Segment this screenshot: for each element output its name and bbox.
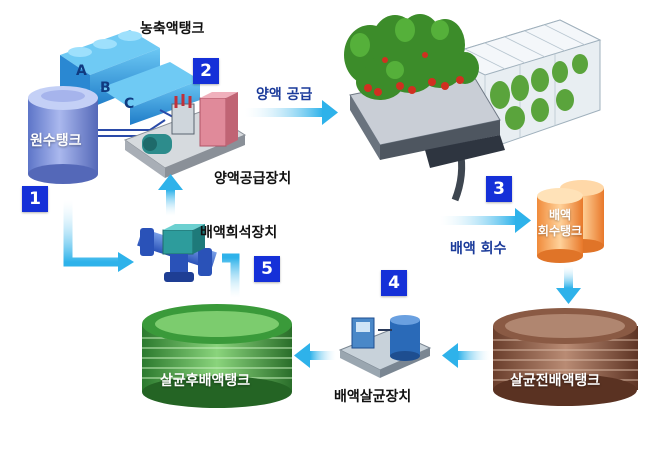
concentrate-tanks: A B C (60, 30, 200, 125)
concentrate-tank-label: 농축액탱크 (140, 21, 205, 37)
recovery-tank-label-line1: 배액 (548, 208, 572, 222)
recovery-tank-label-line2: 회수탱크 (537, 224, 583, 238)
pre-sterilization-tank-label: 살균전배액탱크 (510, 373, 601, 389)
step-badge-1: 1 (22, 186, 48, 212)
valve-icon (137, 224, 217, 282)
drain-sterilization-device-label: 배액살균장치 (334, 389, 412, 405)
arrow-raw-water (63, 200, 134, 272)
step-badge-3: 3 (486, 176, 512, 202)
raw-water-tank (28, 86, 98, 184)
plant-icon (344, 14, 505, 202)
sterilizer-icon (338, 315, 432, 378)
arrow-recovery-down (556, 266, 581, 304)
tank-letter-a: A (76, 63, 87, 79)
step-badge-2: 2 (193, 58, 219, 84)
arrow-to-sterilizer (442, 343, 490, 368)
post-sterilization-tank-label: 살균후배액탱크 (160, 373, 251, 389)
drain-recovery-label: 배액 회수 (450, 241, 507, 257)
nutrient-supply-device-label: 양액공급장치 (214, 171, 292, 187)
recovery-tank (537, 180, 604, 263)
pre-sterilization-tank (493, 308, 638, 406)
flow-arrows (63, 100, 581, 368)
tank-letter-b: B (100, 80, 111, 96)
arrow-dilution-up (158, 174, 183, 216)
arrow-reuse (222, 253, 240, 298)
nutrient-supply-label: 양액 공급 (256, 87, 313, 103)
post-sterilization-tank (142, 304, 292, 408)
step-badge-4: 4 (381, 270, 407, 296)
arrow-nutrient-supply (245, 100, 338, 125)
tank-letter-c: C (124, 96, 134, 112)
pump-icon (123, 92, 247, 178)
raw-water-tank-label: 원수탱크 (30, 133, 82, 149)
arrow-to-post-tank (294, 343, 336, 368)
step-badge-5: 5 (254, 256, 280, 282)
drain-dilution-device-label: 배액희석장치 (200, 225, 278, 241)
arrow-drain-recovery (440, 208, 531, 233)
